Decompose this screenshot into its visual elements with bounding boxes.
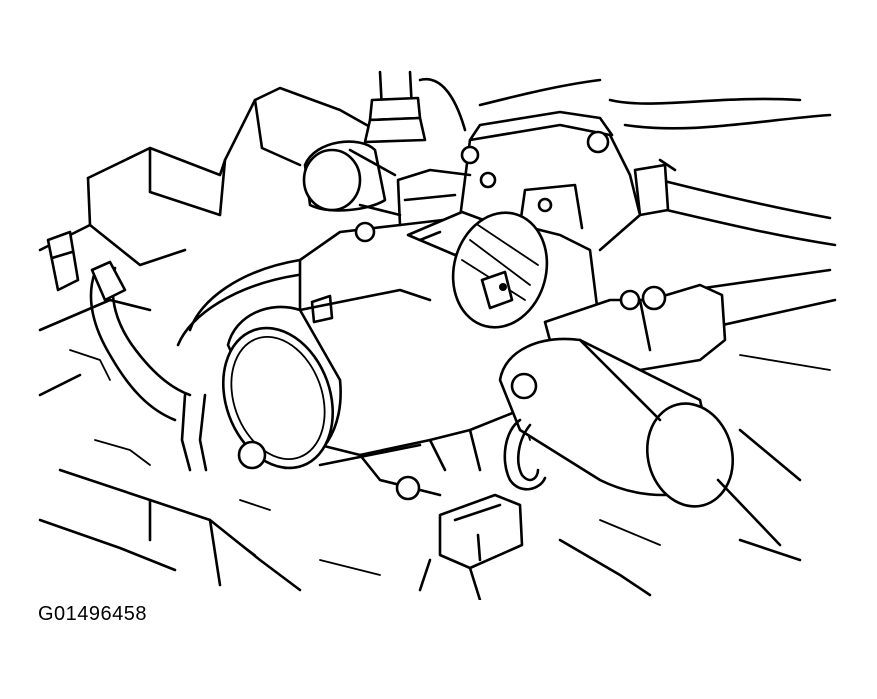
- throttle-motor: [498, 283, 802, 547]
- intake-manifold: [38, 86, 374, 592]
- throttle-bore: [221, 288, 432, 470]
- figure-id-label: G01496458: [38, 603, 148, 625]
- breather-hose-top: [363, 70, 467, 144]
- lower-structure: [319, 519, 802, 597]
- bypass-hose: [176, 256, 322, 472]
- wiring-connector: [395, 475, 524, 600]
- idle-control-valve: [302, 140, 402, 217]
- throttle-body-illustration: [38, 70, 837, 600]
- vacuum-hose-left: [89, 260, 192, 422]
- u-hose: [503, 418, 547, 491]
- throttle-position-sensor: [406, 210, 549, 329]
- sensor-connector-left: [46, 230, 80, 292]
- coolant-hoses-right: [478, 78, 837, 371]
